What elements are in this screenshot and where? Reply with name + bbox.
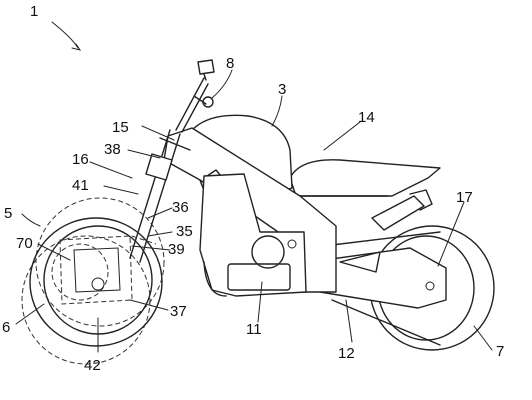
rear-shock [371,189,433,231]
label-1: 1 [30,3,38,20]
label-41: 41 [72,177,89,194]
label-3: 3 [278,81,286,98]
label-15: 15 [112,119,129,136]
label-37: 37 [170,303,187,320]
label-35: 35 [176,223,193,240]
label-70: 70 [16,235,33,252]
label-36: 36 [172,199,189,216]
front-wheel [21,197,165,365]
label-11: 11 [246,321,262,338]
label-5: 5 [4,205,12,222]
reference-numerals: 1 3 5 6 7 8 11 12 14 15 16 17 35 36 37 3… [2,3,504,374]
label-6: 6 [2,319,10,336]
seat-tail [289,159,441,197]
handlebar [175,59,215,133]
label-14: 14 [358,109,375,126]
front-fork [129,129,191,263]
engine [199,173,307,297]
label-42: 42 [84,357,101,374]
label-7: 7 [496,343,504,360]
label-16: 16 [72,151,89,168]
label-8: 8 [226,55,234,72]
label-12: 12 [338,345,355,362]
label-17: 17 [456,189,473,206]
leader-lines [15,21,493,353]
label-39: 39 [168,241,185,258]
label-38: 38 [104,141,121,158]
